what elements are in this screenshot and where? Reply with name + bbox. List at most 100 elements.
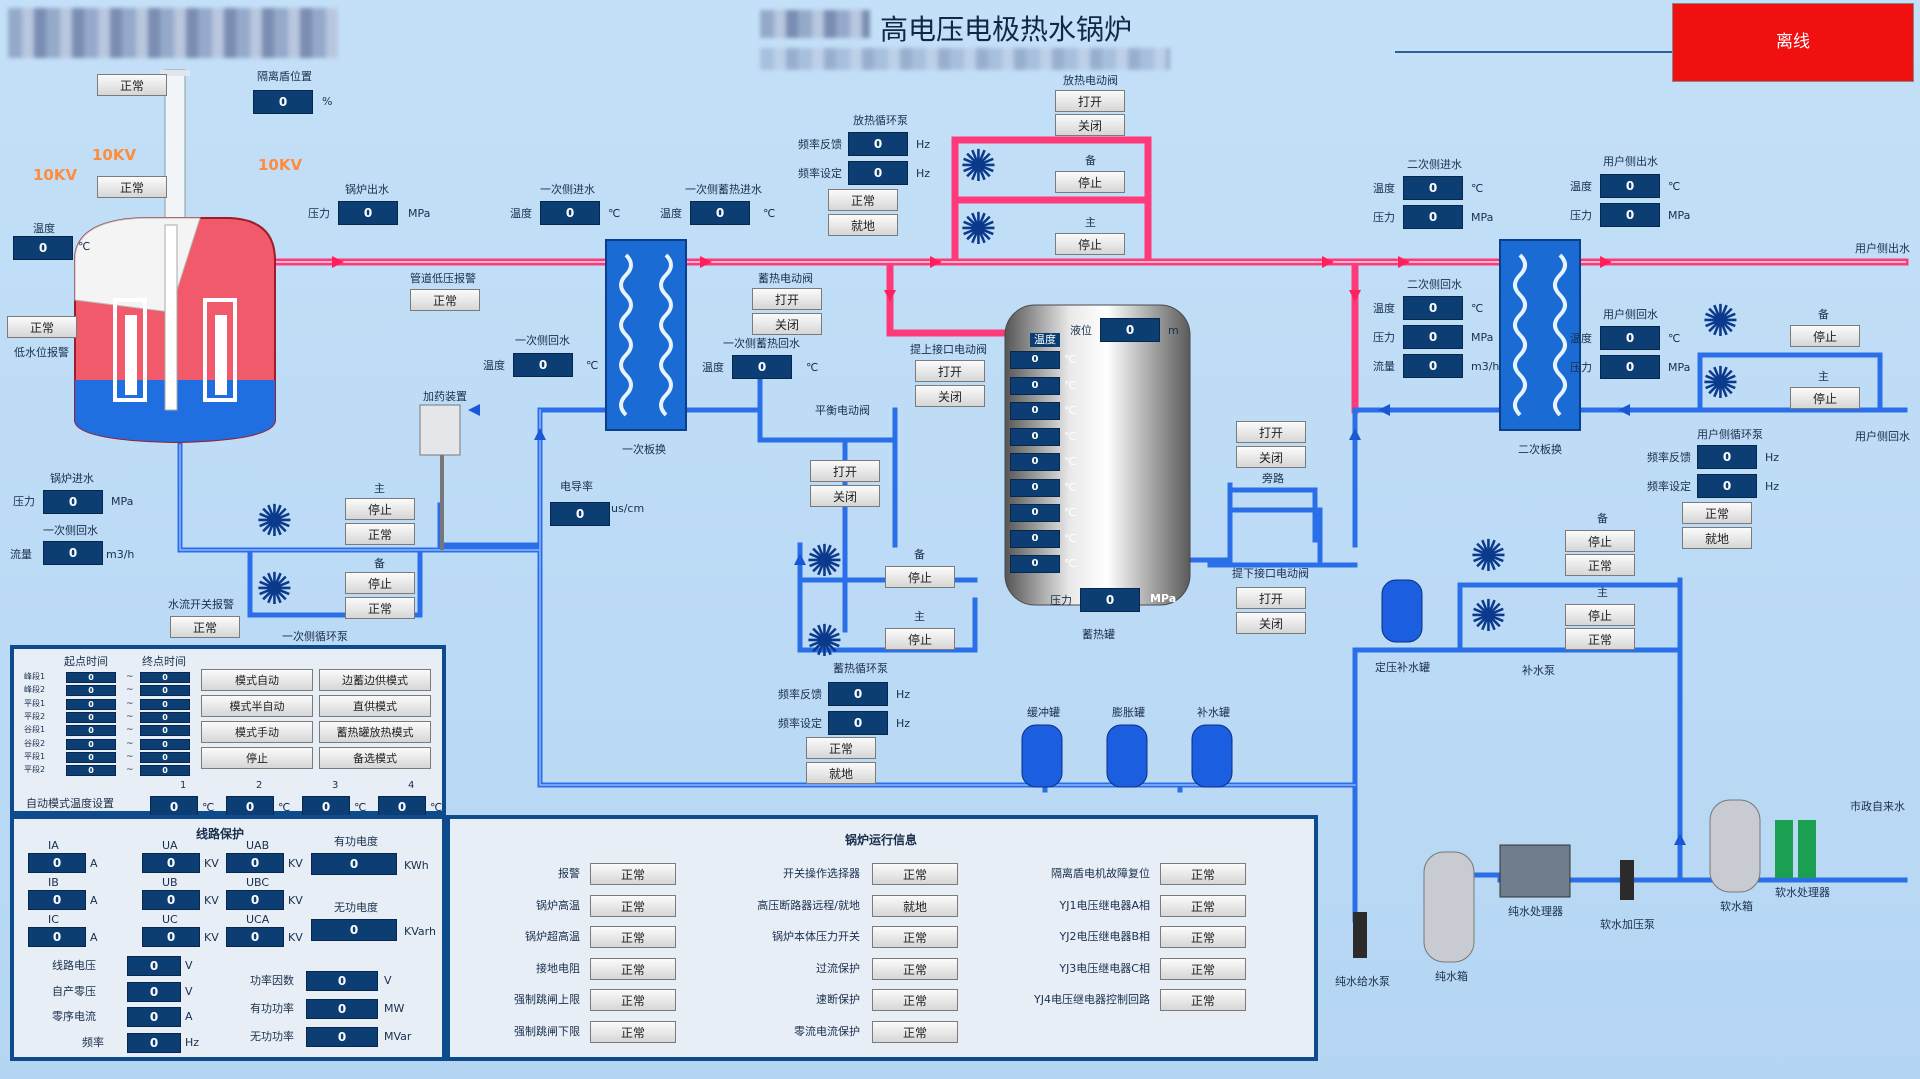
schedule-start-value[interactable]: 0 (66, 698, 116, 710)
balance-valve-open[interactable]: 打开 (810, 460, 880, 482)
run-info-status[interactable]: 正常 (872, 863, 958, 885)
release-valve-open[interactable]: 打开 (1055, 90, 1125, 112)
connection-status-badge[interactable]: 离线 (1672, 3, 1914, 82)
low-pressure-status[interactable]: 正常 (410, 289, 480, 311)
user-pump-local[interactable]: 就地 (1682, 527, 1752, 549)
schedule-end-value[interactable]: 0 (140, 698, 190, 710)
upper-valve-close[interactable]: 关闭 (915, 385, 985, 407)
schedule-start-value[interactable]: 0 (66, 765, 116, 777)
schedule-start-value[interactable]: 0 (66, 751, 116, 763)
storage-pump-local[interactable]: 就地 (806, 762, 876, 784)
power-value: 0 (306, 999, 378, 1019)
schedule-mode-button[interactable]: 备选模式 (319, 747, 431, 769)
bypass-open[interactable]: 打开 (1236, 421, 1306, 443)
primary-pump-main-stop[interactable]: 停止 (345, 498, 415, 520)
makeup-pump-standby-status[interactable]: 正常 (1565, 554, 1635, 576)
release-pump-local[interactable]: 就地 (828, 214, 898, 236)
run-info-label: 隔离盾电机故障复位 (1051, 867, 1150, 880)
schedule-end-value[interactable]: 0 (140, 711, 190, 723)
release-pump-standby-stop[interactable]: 停止 (1055, 171, 1125, 193)
phase-label: UBC (246, 876, 270, 889)
schedule-start-value[interactable]: 0 (66, 738, 116, 750)
storage-pump-main-stop[interactable]: 停止 (885, 628, 955, 650)
schedule-mode-button[interactable]: 模式半自动 (201, 695, 313, 717)
schedule-mode-button[interactable]: 模式自动 (201, 669, 313, 691)
auto-temp-label: 自动模式温度设置 (26, 797, 114, 810)
balance-valve-close[interactable]: 关闭 (810, 485, 880, 507)
phase-unit: KV (288, 857, 303, 870)
run-info-status[interactable]: 正常 (1160, 989, 1246, 1011)
lower-valve-close[interactable]: 关闭 (1236, 612, 1306, 634)
upper-valve-open[interactable]: 打开 (915, 360, 985, 382)
schedule-start-value[interactable]: 0 (66, 711, 116, 723)
run-info-status[interactable]: 就地 (872, 894, 958, 917)
makeup-pump-main-status[interactable]: 正常 (1565, 628, 1635, 650)
run-info-status[interactable]: 正常 (590, 863, 676, 885)
run-info-status[interactable]: 正常 (590, 1020, 676, 1043)
tank-pressure-unit: MPa (1150, 592, 1177, 605)
schedule-end-value[interactable]: 0 (140, 672, 190, 683)
secondary-in-label: 二次侧进水 (1407, 158, 1462, 171)
run-info-status[interactable]: 正常 (1160, 926, 1246, 948)
release-pump-status[interactable]: 正常 (828, 189, 898, 211)
schedule-end-value[interactable]: 0 (140, 751, 190, 763)
flow-switch-status[interactable]: 正常 (170, 616, 240, 638)
primary-pump-standby-status[interactable]: 正常 (345, 597, 415, 619)
user-pump-status[interactable]: 正常 (1682, 502, 1752, 524)
primary-pump-standby-stop[interactable]: 停止 (345, 572, 415, 594)
run-info-status[interactable]: 正常 (872, 957, 958, 980)
schedule-end-value[interactable]: 0 (140, 765, 190, 777)
run-info-status[interactable]: 正常 (1160, 863, 1246, 885)
run-info-label: 零流电流保护 (794, 1024, 860, 1038)
tank-temp-unit: ℃ (1064, 455, 1077, 468)
user-pump-standby-stop[interactable]: 停止 (1790, 325, 1860, 347)
lower-valve-open[interactable]: 打开 (1236, 587, 1306, 609)
run-info-status[interactable]: 正常 (872, 1020, 958, 1043)
schedule-end-value[interactable]: 0 (140, 738, 190, 750)
makeup-pump-standby-stop[interactable]: 停止 (1565, 530, 1635, 552)
storage-valve-close[interactable]: 关闭 (752, 313, 822, 335)
schedule-mode-button[interactable]: 模式手动 (201, 721, 313, 743)
primary-pump-main-label: 主 (374, 482, 385, 495)
schedule-mode-button[interactable]: 蓄热罐放热模式 (319, 721, 431, 743)
run-info-status[interactable]: 正常 (872, 926, 958, 948)
primary-pump-main-status[interactable]: 正常 (345, 523, 415, 545)
run-info-status[interactable]: 正常 (1160, 957, 1246, 980)
auto-temp-slot-value[interactable]: 0 (302, 796, 350, 818)
low-water-label: 低水位报警 (14, 346, 69, 359)
boiler-mid-status[interactable]: 正常 (97, 176, 167, 198)
bypass-close[interactable]: 关闭 (1236, 446, 1306, 468)
auto-temp-slot-number: 3 (332, 780, 339, 791)
release-valve-close[interactable]: 关闭 (1055, 114, 1125, 136)
schedule-start-value[interactable]: 0 (66, 685, 116, 697)
hx1-label: 一次板换 (622, 443, 666, 456)
schedule-start-value[interactable]: 0 (66, 672, 116, 683)
schedule-start-value[interactable]: 0 (66, 725, 116, 737)
boiler-top-status[interactable]: 正常 (97, 74, 167, 96)
auto-temp-slot-value[interactable]: 0 (226, 796, 274, 818)
run-info-status[interactable]: 正常 (590, 957, 676, 980)
run-info-status[interactable]: 正常 (1160, 894, 1246, 917)
release-pump-main-stop[interactable]: 停止 (1055, 233, 1125, 255)
user-back-pressure-label: 压力 (1570, 361, 1592, 374)
measure-unit: Hz (185, 1035, 200, 1049)
schedule-mode-button[interactable]: 停止 (201, 747, 313, 769)
run-info-status[interactable]: 正常 (590, 894, 676, 917)
power-label: 无功功率 (250, 1030, 294, 1043)
schedule-end-value[interactable]: 0 (140, 725, 190, 737)
makeup-pump-main-stop[interactable]: 停止 (1565, 604, 1635, 626)
auto-temp-slot-value[interactable]: 0 (378, 796, 426, 818)
auto-temp-slot-value[interactable]: 0 (150, 796, 198, 818)
schedule-end-value[interactable]: 0 (140, 685, 190, 697)
run-info-status[interactable]: 正常 (872, 989, 958, 1011)
low-water-status[interactable]: 正常 (7, 316, 77, 338)
user-pump-main-stop[interactable]: 停止 (1790, 387, 1860, 409)
storage-pump-status[interactable]: 正常 (806, 737, 876, 759)
storage-valve-open[interactable]: 打开 (752, 288, 822, 310)
schedule-mode-button[interactable]: 直供模式 (319, 695, 431, 717)
run-info-status[interactable]: 正常 (590, 989, 676, 1011)
storage-pump-standby-stop[interactable]: 停止 (885, 566, 955, 588)
schedule-mode-button[interactable]: 边蓄边供模式 (319, 669, 431, 691)
run-info-status[interactable]: 正常 (590, 926, 676, 948)
